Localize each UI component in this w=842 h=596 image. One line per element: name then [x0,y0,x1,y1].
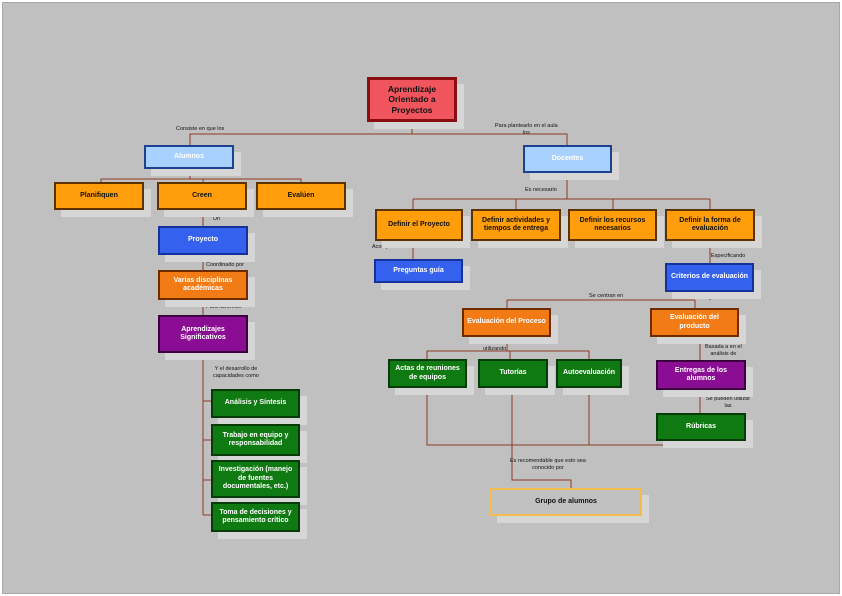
label-es-necesario: Es necesario [525,187,557,193]
node-definir-forma-evaluacion[interactable]: Definir la forma de evaluación [665,209,755,241]
node-autoevaluacion[interactable]: Autoevaluación [556,359,622,388]
label-para-plantearlo: Para plantearlo en el aula los [495,123,558,136]
node-definir-actividades[interactable]: Definir actividades y tiempos de entrega [471,209,561,241]
node-toma-de-decisiones[interactable]: Toma de decisiones y pensamiento crítico [211,502,300,532]
node-aprendizajes-significativos[interactable]: Aprendizajes Significativos [158,315,248,353]
label-se-centran: Se centran en [589,293,624,299]
node-preguntas-guia[interactable]: Preguntas guía [374,259,463,283]
node-evaluacion-del-producto[interactable]: Evaluación del producto [650,308,739,337]
node-criterios-de-evaluacion[interactable]: Criterios de evaluación [665,263,754,292]
node-grupo-de-alumnos[interactable]: Grupo de alumnos [490,488,642,516]
label-coordinado: Coordinado por [206,262,244,268]
node-rubricas[interactable]: Rúbricas [656,413,746,441]
label-un: Un [213,216,221,222]
node-entregas-de-los-alumnos[interactable]: Entregas de los alumnos [656,360,746,390]
node-tutorias[interactable]: Tutorías [478,359,548,388]
node-analisis-y-sintesis[interactable]: Análisis y Síntesis [211,389,300,418]
node-definir-el-proyecto[interactable]: Definir el Proyecto [375,209,463,241]
node-docentes[interactable]: Docentes [523,145,612,173]
label-acompanado: Acompañado de [372,244,413,250]
node-definir-recursos[interactable]: Definir los recursos necesarios [568,209,657,241]
node-creen[interactable]: Creen [157,182,247,210]
label-se-pueden: Se pueden utilizar las [706,396,751,409]
node-alumnos[interactable]: Alumnos [144,145,234,169]
label-recomendable: Es recomendable que esto sea conocido po… [510,458,586,471]
label-consiste: Consiste en que los [176,126,225,132]
node-actas-de-reuniones[interactable]: Actas de reuniones de equipos [388,359,467,388]
label-para-favorecer: Para favorecer [206,304,243,310]
node-evaluacion-del-proceso[interactable]: Evaluación del Proceso [462,308,551,337]
node-trabajo-en-equipo[interactable]: Trabajo en equipo y responsabilidad [211,424,300,456]
label-especificando: Especificando [711,253,746,259]
node-investigacion[interactable]: Investigación (manejo de fuentes documen… [211,460,300,498]
node-aprendizaje-orientado-a-proyectos[interactable]: Aprendizaje Orientado a Proyectos [367,77,457,122]
node-evaluen[interactable]: Evalúen [256,182,346,210]
node-varias-disciplinas[interactable]: Varias disciplinas académicas [158,270,248,300]
label-basada: Basada a en el análisis de [705,344,742,357]
label-desarrollo: Y el desarrollo de capacidades como [213,366,259,379]
node-proyecto[interactable]: Proyecto [158,226,248,255]
node-planifiquen[interactable]: Planifiquen [54,182,144,210]
label-utilizando: utilizando [483,346,507,352]
